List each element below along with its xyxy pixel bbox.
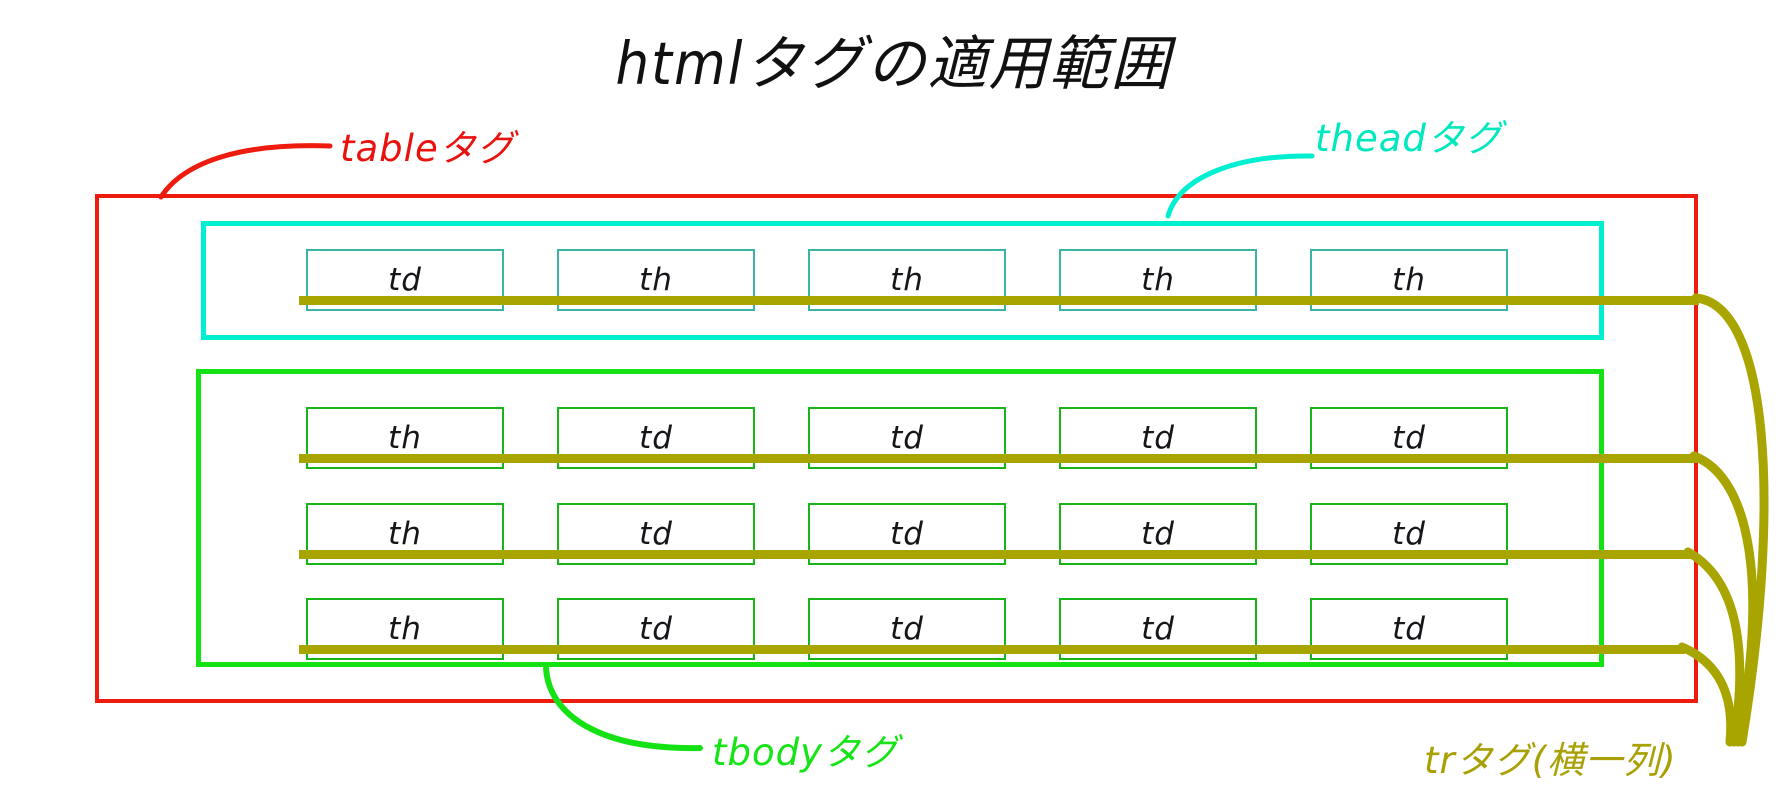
tbody-boundary-box	[196, 369, 1604, 667]
table-cell: td	[1310, 598, 1508, 660]
tr-curve-row-2	[1689, 451, 1758, 747]
page-title: htmlタグの適用範囲	[615, 29, 1172, 98]
table-cell: th	[306, 598, 504, 660]
table-cell: td	[557, 503, 755, 565]
table-cell: th	[808, 249, 1006, 311]
table-tag-label: tableタグ	[340, 127, 515, 170]
table-leader-line	[158, 143, 333, 200]
table-cell: td	[557, 407, 755, 469]
table-cell: td	[808, 407, 1006, 469]
tr-row-rule	[299, 550, 1691, 559]
table-cell: td	[1310, 503, 1508, 565]
table-cell: td	[808, 598, 1006, 660]
tr-row-rule	[299, 296, 1699, 305]
tr-row-rule	[299, 454, 1699, 463]
tr-row-rule	[299, 645, 1685, 654]
thead-boundary-box	[201, 221, 1604, 340]
table-cell: th	[306, 503, 504, 565]
tr-curve-row-1	[1691, 293, 1769, 747]
table-cell: th	[1059, 249, 1257, 311]
table-cell: td	[1059, 598, 1257, 660]
table-cell: td	[1310, 407, 1508, 469]
table-cell: td	[1059, 503, 1257, 565]
table-cell: th	[306, 407, 504, 469]
table-cell: td	[557, 598, 755, 660]
tbody-tag-label: tbodyタグ	[712, 731, 900, 774]
table-cell: td	[1059, 407, 1257, 469]
table-cell: th	[557, 249, 755, 311]
tr-tag-label: trタグ(横一列)	[1424, 739, 1677, 782]
thead-tag-label: theadタグ	[1315, 117, 1503, 160]
table-cell: td	[808, 503, 1006, 565]
table-cell: td	[306, 249, 504, 311]
table-cell: th	[1310, 249, 1508, 311]
